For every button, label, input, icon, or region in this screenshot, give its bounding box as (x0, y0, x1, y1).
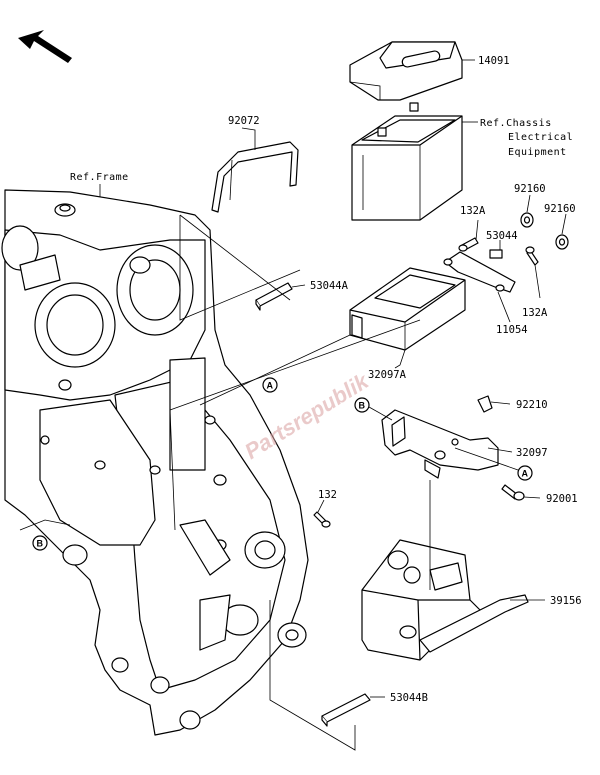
callout-b-frame: B (37, 539, 44, 549)
label-39156: 39156 (550, 595, 582, 607)
label-53044A: 53044A (310, 280, 349, 292)
callout-a-frame: A (267, 381, 274, 391)
label-132: 132 (318, 489, 337, 501)
bracket-32097[interactable] (381, 409, 499, 479)
label-92072: 92072 (228, 115, 260, 127)
pad-53044[interactable] (489, 249, 503, 259)
pad-53044A[interactable] (255, 282, 293, 311)
callout-a-bracket: A (522, 469, 529, 479)
bolt-132A-upper[interactable] (458, 237, 479, 252)
grommet-92160-right[interactable] (555, 234, 569, 250)
front-direction-arrow-icon (18, 30, 72, 63)
label-92210: 92210 (516, 399, 548, 411)
label-32097: 32097 (516, 447, 548, 459)
battery-case-32097A[interactable] (349, 267, 466, 351)
ref-chassis-line-1: Ref.Chassis (480, 118, 552, 129)
label-92001: 92001 (546, 493, 578, 505)
bolt-92001[interactable] (501, 484, 525, 501)
bolt-132[interactable] (313, 511, 331, 528)
battery-tray-39156[interactable] (361, 539, 529, 661)
grommet-92160-left[interactable] (520, 212, 534, 228)
callout-b-bracket: B (359, 401, 366, 411)
label-32097A: 32097A (368, 369, 407, 381)
label-92160-right: 92160 (544, 203, 576, 215)
ref-chassis-line-2: Electrical (508, 132, 573, 143)
label-132A-upper: 132A (460, 205, 486, 217)
battery-strap-92072[interactable] (211, 141, 299, 213)
bracket-11054[interactable] (443, 251, 516, 293)
battery[interactable] (351, 102, 463, 221)
label-11054: 11054 (496, 324, 528, 336)
label-53044: 53044 (486, 230, 518, 242)
label-132A-lower: 132A (522, 307, 548, 319)
label-14091: 14091 (478, 55, 510, 67)
bolt-132A-lower[interactable] (525, 246, 539, 266)
frame (1, 189, 309, 736)
pad-53044B[interactable] (321, 693, 371, 727)
ref-chassis-line-3: Equipment (508, 147, 567, 158)
battery-cover-14091[interactable] (349, 41, 463, 101)
clip-92210[interactable] (477, 395, 493, 413)
ref-frame-label: Ref.Frame (70, 172, 129, 183)
label-53044B: 53044B (390, 692, 428, 704)
label-92160-left: 92160 (514, 183, 546, 195)
